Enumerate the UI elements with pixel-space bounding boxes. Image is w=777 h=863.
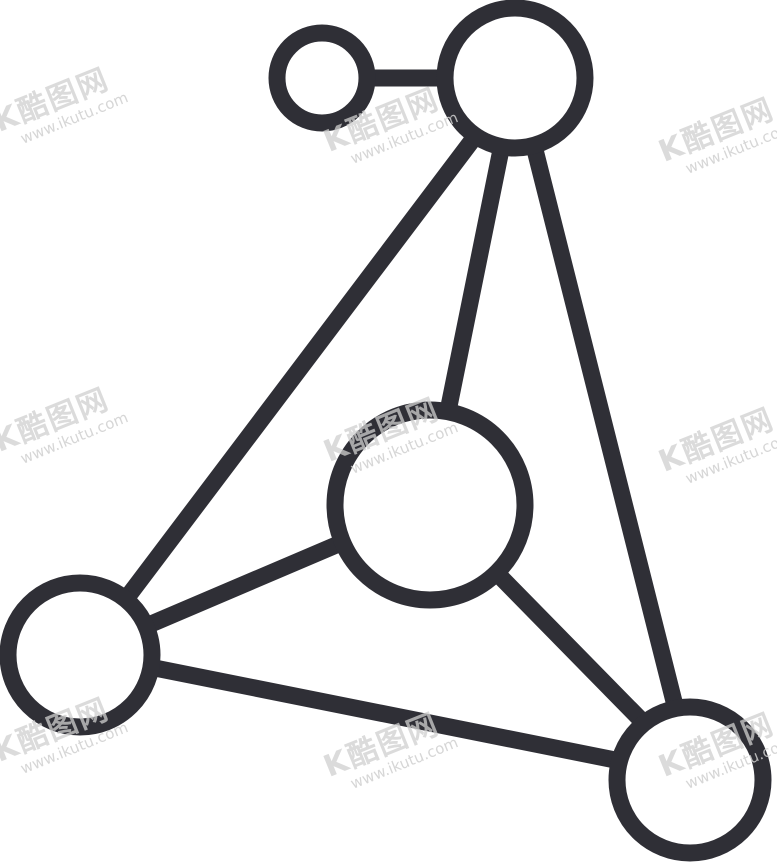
edge-left-to-bottom-right	[81, 646, 699, 784]
edge-top-to-left	[86, 121, 489, 649]
top-node-circle	[436, 0, 594, 157]
left-node-circle	[0, 574, 161, 736]
edge-top-to-bottom-right	[521, 121, 699, 774]
bottom-right-node-circle	[608, 698, 772, 862]
small-node-circle	[268, 24, 376, 132]
center-node-circle	[326, 401, 534, 609]
